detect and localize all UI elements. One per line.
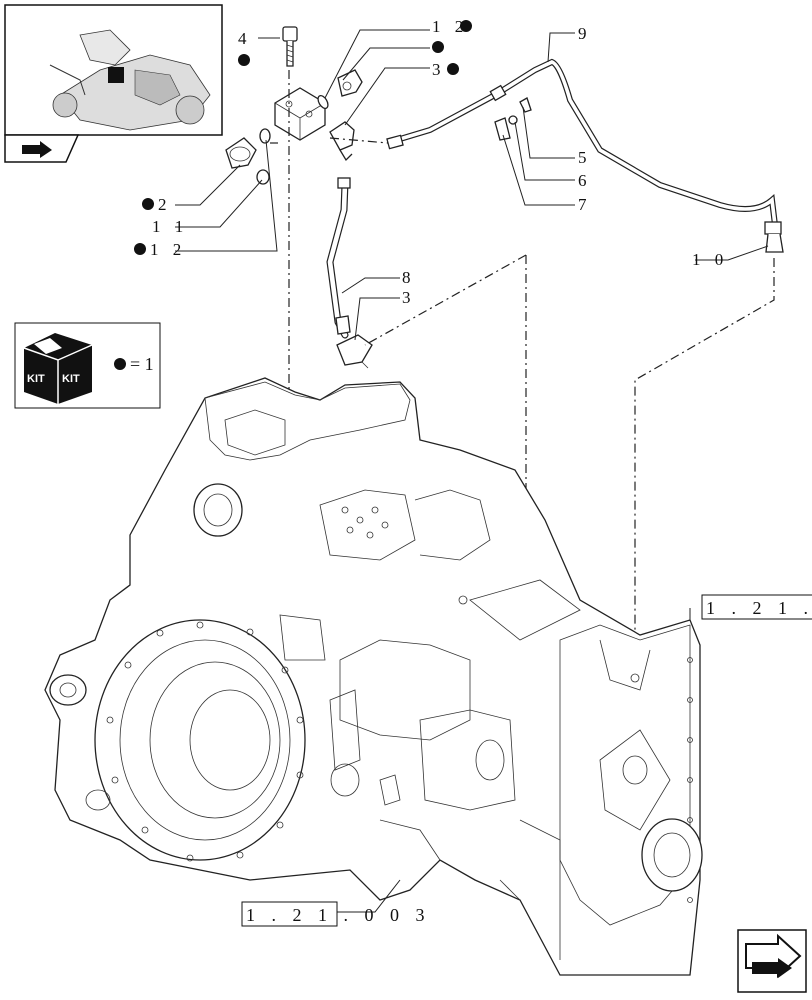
bolt-part xyxy=(282,26,298,67)
kit-bullet-icon xyxy=(142,198,154,210)
kit-bullet-icon xyxy=(447,63,459,75)
kit-bullet-icon xyxy=(460,20,472,32)
transmission-housing xyxy=(44,377,703,976)
pipe-9-part xyxy=(386,58,784,253)
cap-part xyxy=(225,128,271,185)
kit-bullet-icon xyxy=(134,243,146,255)
next-page-arrow-icon[interactable] xyxy=(737,929,807,993)
bookmark-arrow-icon[interactable] xyxy=(4,134,80,163)
reference-right[interactable]: 1 . 2 1 . 0 xyxy=(701,594,812,620)
kit-bullet-icon xyxy=(114,358,126,370)
callout-5: 5 xyxy=(578,148,592,167)
callout-9: 9 xyxy=(578,24,592,43)
callout-12-top: 1 2 xyxy=(432,17,468,36)
clip-part xyxy=(494,97,532,141)
callout-labels: 4 1 2 3 9 5 6 7 2 1 1 1 2 8 3 1 0 xyxy=(134,17,728,307)
kit-bullet-icon xyxy=(238,54,250,66)
fitting-part xyxy=(317,69,363,110)
callout-3-top: 3 xyxy=(432,60,446,79)
tractor-thumbnail-icon xyxy=(4,4,223,136)
kit-equals-text: = 1 xyxy=(130,354,154,374)
kit-bullet-icon xyxy=(432,41,444,53)
callout-11: 1 1 xyxy=(152,217,188,236)
elbow-fitting-lower-part xyxy=(336,334,373,369)
reference-bottom-text: 1 . 2 1 . 0 0 3 xyxy=(246,905,431,925)
callout-7: 7 xyxy=(578,195,592,214)
pipe-8-part xyxy=(326,177,351,339)
callout-2: 2 xyxy=(158,195,172,214)
callout-10: 1 0 xyxy=(692,250,728,269)
callout-12-left: 1 2 xyxy=(150,240,186,259)
elbow-fitting-part xyxy=(329,121,355,162)
kit-label-right: KIT xyxy=(62,373,80,385)
reference-right-text: 1 . 2 1 . 0 xyxy=(706,598,812,618)
kit-legend: KIT KIT = 1 xyxy=(14,322,161,409)
reference-bottom[interactable]: 1 . 2 1 . 0 0 3 xyxy=(241,901,431,927)
kit-label-left: KIT xyxy=(27,373,45,385)
kit-box-icon: KIT KIT xyxy=(23,333,93,404)
callout-3-lower: 3 xyxy=(402,288,416,307)
callout-8: 8 xyxy=(402,268,416,287)
distributor-block-part xyxy=(274,87,326,141)
callout-4: 4 xyxy=(238,29,252,48)
leader-lines xyxy=(175,29,769,913)
callout-6: 6 xyxy=(578,171,592,190)
